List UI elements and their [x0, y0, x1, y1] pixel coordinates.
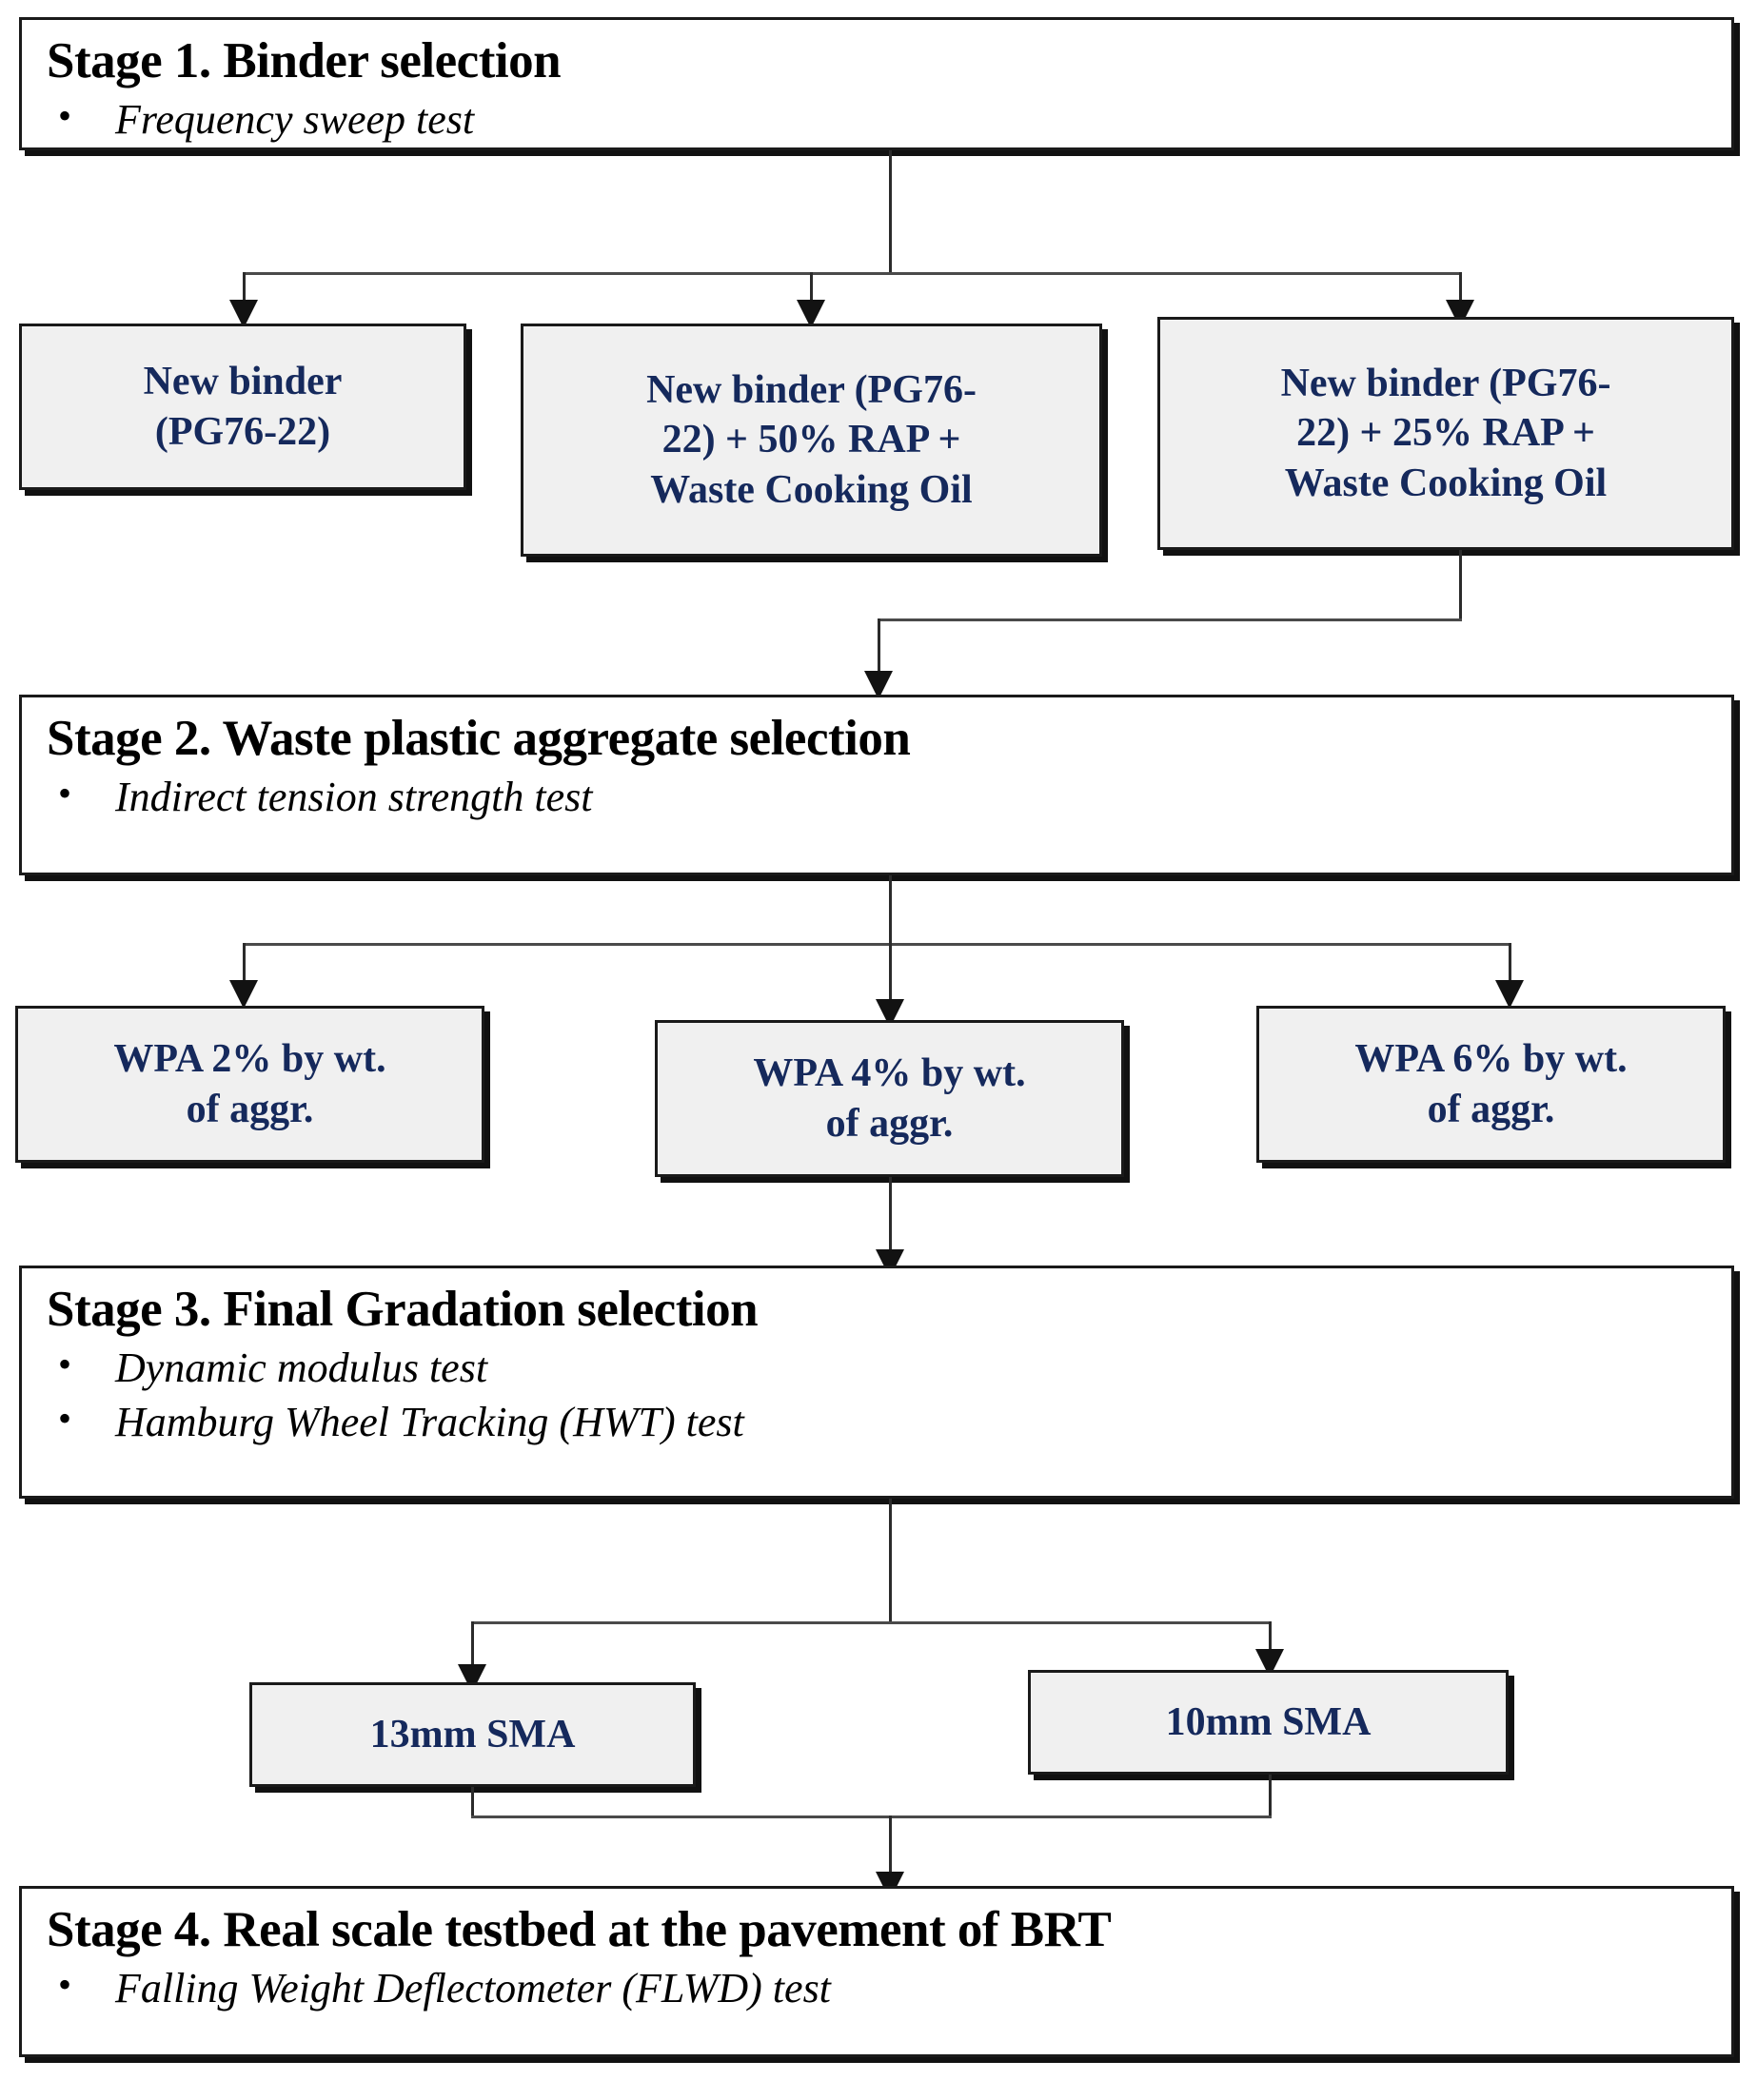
sma-option-1-box[interactable]: 13mm SMA — [249, 1682, 696, 1787]
binder-option-2-line-2: 22) + 50% RAP + — [661, 418, 961, 462]
binder-option-1-line-1: New binder — [143, 360, 343, 404]
connector-sma1-down — [471, 1787, 474, 1817]
stage-4-title: Stage 4. Real scale testbed at the pavem… — [47, 1902, 1112, 1957]
wpa-option-1-box[interactable]: WPA 2% by wt. of aggr. — [15, 1006, 484, 1163]
connector-binder-distribution-bar — [243, 272, 1461, 275]
wpa-option-1-line-2: of aggr. — [186, 1087, 314, 1131]
connector-stage2-entry — [878, 618, 880, 676]
stage-3-bullets: • Dynamic modulus test • Hamburg Wheel Tra… — [47, 1342, 1707, 1449]
binder-option-2-line-1: New binder (PG76- — [646, 368, 977, 413]
bullet-glyph-icon: • — [58, 1343, 72, 1386]
stage-2-title: Stage 2. Waste plastic aggregate selecti… — [47, 711, 911, 766]
sma-option-2-label: 10mm SMA — [1165, 1699, 1372, 1744]
binder-option-1-line-2: (PG76-22) — [154, 409, 331, 454]
stage-2-bullet-1: • Indirect tension strength test — [47, 771, 1707, 824]
connector-wpa-3-drop — [1509, 943, 1511, 983]
connector-sma2-down — [1269, 1775, 1272, 1817]
binder-option-3-line-1: New binder (PG76- — [1280, 362, 1611, 406]
stage-3-bullet-2-text: Hamburg Wheel Tracking (HWT) test — [115, 1398, 744, 1445]
connector-sma-1-drop — [471, 1621, 474, 1667]
stage-2-box[interactable]: Stage 2. Waste plastic aggregate selecti… — [19, 695, 1734, 875]
arrow-to-wpa-1-icon — [229, 980, 258, 1009]
connector-stage2-trunk — [889, 875, 892, 945]
stage-4-bullet-1-text: Falling Weight Deflectometer (FLWD) test — [115, 1965, 831, 2012]
wpa-option-2-line-1: WPA 4% by wt. — [753, 1051, 1026, 1096]
stage-4-box[interactable]: Stage 4. Real scale testbed at the pavem… — [19, 1886, 1734, 2057]
arrow-to-wpa-3-icon — [1495, 980, 1524, 1009]
stage-3-title: Stage 3. Final Gradation selection — [47, 1282, 759, 1337]
stage-1-bullet-1: • Frequency sweep test — [47, 93, 1707, 147]
connector-stage1-trunk — [889, 150, 892, 274]
binder-option-3-line-3: Waste Cooking Oil — [1284, 461, 1608, 505]
binder-option-2-line-3: Waste Cooking Oil — [650, 467, 973, 512]
connector-wpa-distribution-bar — [243, 943, 1509, 946]
wpa-option-3-label: WPA 6% by wt. of aggr. — [1354, 1034, 1627, 1133]
connector-sma-distribution-bar — [471, 1621, 1272, 1624]
binder-option-2-box[interactable]: New binder (PG76- 22) + 50% RAP + Waste … — [521, 324, 1102, 557]
binder-option-1-box[interactable]: New binder (PG76-22) — [19, 324, 466, 490]
bullet-glyph-icon: • — [58, 1396, 72, 1440]
connector-wpa2-to-stage3 — [889, 1177, 892, 1253]
binder-option-3-line-2: 22) + 25% RAP + — [1296, 411, 1595, 456]
sma-option-2-box[interactable]: 10mm SMA — [1028, 1670, 1509, 1775]
wpa-option-2-line-2: of aggr. — [825, 1101, 954, 1146]
connector-binder-2-drop — [810, 272, 813, 303]
stage-2-bullet-1-text: Indirect tension strength test — [115, 774, 593, 821]
connector-sma-merge-bar — [471, 1815, 1272, 1818]
connector-wpa-1-drop — [243, 943, 246, 983]
wpa-option-3-line-1: WPA 6% by wt. — [1354, 1037, 1628, 1082]
wpa-option-2-label: WPA 4% by wt. of aggr. — [753, 1049, 1025, 1148]
stage-1-box[interactable]: Stage 1. Binder selection • Frequency swe… — [19, 17, 1734, 150]
stage-1-title: Stage 1. Binder selection — [47, 33, 562, 88]
wpa-option-3-line-2: of aggr. — [1427, 1087, 1555, 1131]
sma-option-1-label: 13mm SMA — [369, 1712, 576, 1757]
stage-3-bullet-1-text: Dynamic modulus test — [115, 1344, 488, 1392]
wpa-option-1-label: WPA 2% by wt. of aggr. — [113, 1034, 385, 1133]
wpa-option-3-box[interactable]: WPA 6% by wt. of aggr. — [1256, 1006, 1726, 1163]
binder-option-2-label: New binder (PG76- 22) + 50% RAP + Waste … — [646, 365, 977, 514]
wpa-option-1-line-1: WPA 2% by wt. — [113, 1037, 386, 1082]
bullet-glyph-icon: • — [58, 772, 72, 815]
stage-3-box[interactable]: Stage 3. Final Gradation selection • Dyna… — [19, 1266, 1734, 1499]
stage-4-bullets: • Falling Weight Deflectometer (FLWD) tes… — [47, 1962, 1707, 2015]
stage-1-bullets: • Frequency sweep test — [47, 93, 1707, 147]
stage-2-bullets: • Indirect tension strength test — [47, 771, 1707, 824]
stage-3-bullet-2: • Hamburg Wheel Tracking (HWT) test — [47, 1396, 1707, 1449]
stage-1-bullet-1-text: Frequency sweep test — [115, 96, 475, 144]
connector-sma-2-drop — [1269, 1621, 1272, 1652]
stage-3-bullet-1: • Dynamic modulus test — [47, 1342, 1707, 1395]
wpa-option-2-box[interactable]: WPA 4% by wt. of aggr. — [655, 1020, 1124, 1177]
connector-binder3-to-stage2-bar — [878, 618, 1462, 621]
connector-stage3-trunk — [889, 1499, 892, 1624]
connector-binder3-down — [1459, 550, 1462, 621]
connector-binder-3-drop — [1459, 272, 1462, 303]
bullet-glyph-icon: • — [58, 94, 72, 138]
binder-option-3-box[interactable]: New binder (PG76- 22) + 25% RAP + Waste … — [1157, 317, 1734, 550]
stage-4-bullet-1: • Falling Weight Deflectometer (FLWD) tes… — [47, 1962, 1707, 2015]
binder-option-3-label: New binder (PG76- 22) + 25% RAP + Waste … — [1281, 359, 1611, 507]
connector-stage4-entry — [889, 1815, 892, 1874]
bullet-glyph-icon: • — [58, 1963, 72, 2007]
connector-wpa-2-drop — [889, 943, 892, 1002]
connector-binder-1-drop — [243, 272, 246, 303]
binder-option-1-label: New binder (PG76-22) — [144, 357, 343, 456]
